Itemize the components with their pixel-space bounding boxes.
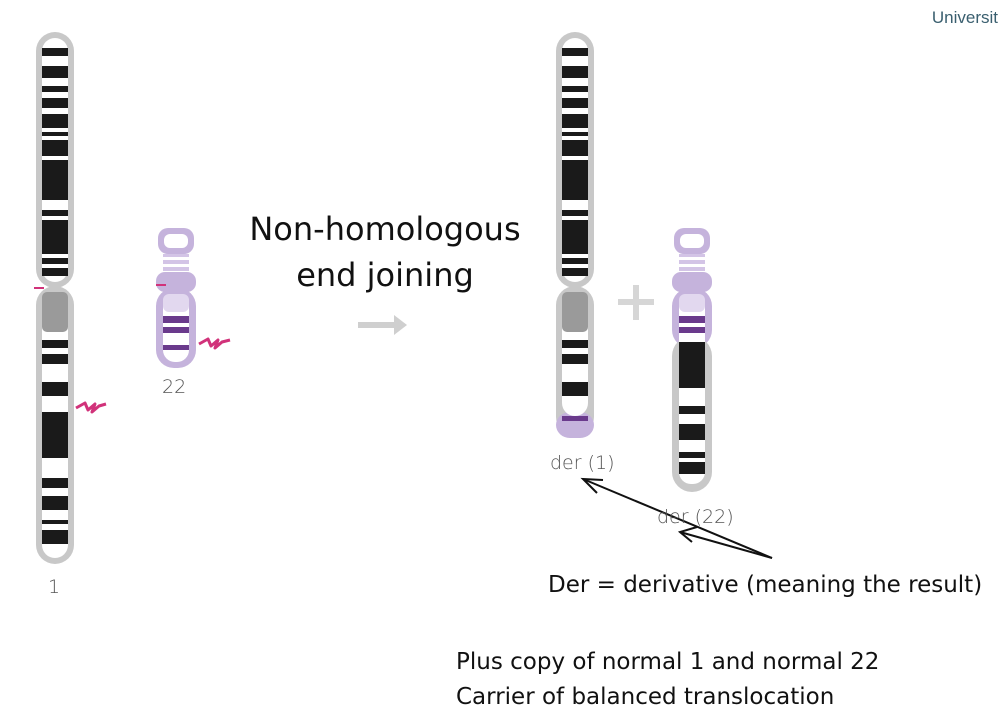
chr1-bands [42,48,68,544]
process-title: Non-homologous end joining [240,206,530,298]
institution-label: Universit [931,8,998,27]
note-line2: Carrier of balanced translocation [456,684,835,710]
pointer-arrows [580,477,773,559]
der22-label: der (22) [657,506,734,528]
pointer-to-der1 [582,478,773,559]
process-title-line1: Non-homologous [249,210,521,248]
chr22-label: 22 [162,376,187,398]
chromosome-1 [34,32,107,564]
der-definition: Der = derivative (meaning the result) [548,572,983,598]
der1-bands [562,48,588,396]
chr22-break-icon [198,337,231,350]
der1-label: der (1) [550,452,615,474]
plus-icon [618,285,654,320]
chr1-label: 1 [48,576,61,598]
arrow-right-icon [358,315,407,335]
chromosome-der1 [556,32,594,438]
chromosome-der22 [672,228,712,492]
chr1-centromere-region [42,292,68,332]
pointer-to-der22 [679,531,773,559]
chr1-break-icon [75,401,107,414]
note-line1: Plus copy of normal 1 and normal 22 [456,649,880,675]
chromosome-22 [156,228,231,368]
process-title-line2: end joining [296,256,474,294]
der22-bands [679,342,705,474]
